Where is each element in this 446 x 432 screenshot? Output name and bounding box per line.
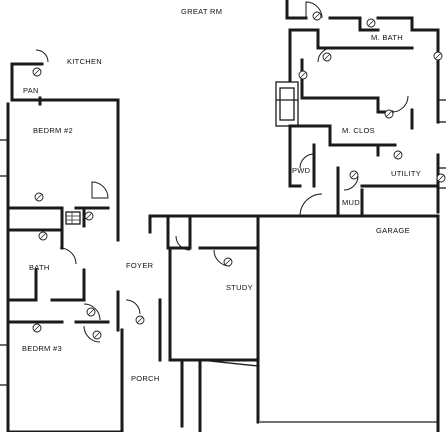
door-tag-slash (324, 54, 330, 60)
wall-bedrm2-top (10, 98, 120, 122)
label-m-clos: M. CLOS (342, 126, 375, 135)
label-study: STUDY (226, 283, 253, 292)
door-closet (391, 95, 409, 113)
wall-master-entry (285, 0, 308, 20)
door-tag-slash (314, 13, 320, 19)
label-bath: BATH (29, 263, 50, 272)
label-garage: GARAGE (376, 226, 410, 235)
wall-garage-top-right (256, 214, 440, 432)
door-hall (83, 303, 101, 321)
door-tag-slash (34, 325, 40, 331)
walls (6, 0, 440, 432)
door-bedrm3 (83, 325, 101, 343)
windows (0, 99, 446, 423)
door-tag-slash (395, 152, 401, 158)
door-tag (34, 192, 44, 202)
door-tag-slash (88, 309, 94, 315)
door-tag (38, 231, 48, 241)
door-tag (223, 257, 233, 267)
room-labels: GREAT RM M. BATH KITCHEN PAN BEDRM #2 M.… (22, 7, 421, 383)
door-coat (175, 235, 191, 251)
label-kitchen: KITCHEN (67, 57, 102, 66)
wall-master-bath-right (376, 16, 440, 124)
door-tag-slash (137, 317, 143, 323)
door-tag-slash (386, 111, 392, 117)
label-m-bath: M. BATH (371, 33, 403, 42)
door-tag (84, 211, 94, 221)
door-tag-slash (435, 53, 441, 59)
door-tag-slash (225, 259, 231, 265)
label-mud: MUD (342, 198, 360, 207)
door-mud (343, 175, 359, 191)
door-bath (59, 247, 77, 265)
label-great-rm: GREAT RM (181, 7, 222, 16)
door-tag-slash (351, 172, 357, 178)
door-pantry (35, 49, 49, 63)
door-tag (436, 173, 446, 183)
door-tag (349, 170, 359, 180)
door-tag (32, 323, 42, 333)
door-tag (433, 51, 443, 61)
door-tag (298, 70, 308, 80)
linen-hatch (65, 211, 81, 225)
wall-coat-closet (166, 216, 192, 250)
door-tag (322, 52, 332, 62)
door-front (125, 299, 141, 315)
door-tag (32, 67, 42, 77)
door-tag (312, 11, 322, 21)
label-pwd: PWD (292, 166, 311, 175)
wall-master-bath-top (328, 16, 380, 32)
door-master (305, 1, 323, 19)
door-tag-slash (34, 69, 40, 75)
door-tag (384, 109, 394, 119)
wall-master-bath-inner (288, 28, 362, 50)
door-tag-slash (36, 194, 42, 200)
door-tag-slash (438, 175, 444, 181)
label-bedrm2: BEDRM #2 (33, 126, 73, 135)
door-tag-slash (86, 213, 92, 219)
door-bedrm2 (91, 181, 109, 199)
wall-closet-top (300, 58, 394, 114)
label-utility: UTILITY (391, 169, 421, 178)
wall-closet-bottom (288, 124, 397, 147)
door-tag (92, 330, 102, 340)
door-tag-slash (368, 20, 374, 26)
label-foyer: FOYER (126, 261, 154, 270)
door-tag (366, 18, 376, 28)
door-tag (393, 150, 403, 160)
door-tag-slash (300, 72, 306, 78)
door-tag-slash (40, 233, 46, 239)
door-tag-slash (94, 332, 100, 338)
door-tag (135, 315, 145, 325)
label-porch: PORCH (131, 374, 160, 383)
label-pan: PAN (23, 86, 39, 95)
door-bath-inner (317, 47, 333, 63)
fireplace (275, 81, 299, 127)
doors (35, 1, 409, 343)
door-pwd (299, 153, 315, 169)
door-garage (299, 193, 323, 217)
door-tags (32, 11, 446, 340)
label-bedrm3: BEDRM #3 (22, 344, 62, 353)
door-tag (86, 307, 96, 317)
